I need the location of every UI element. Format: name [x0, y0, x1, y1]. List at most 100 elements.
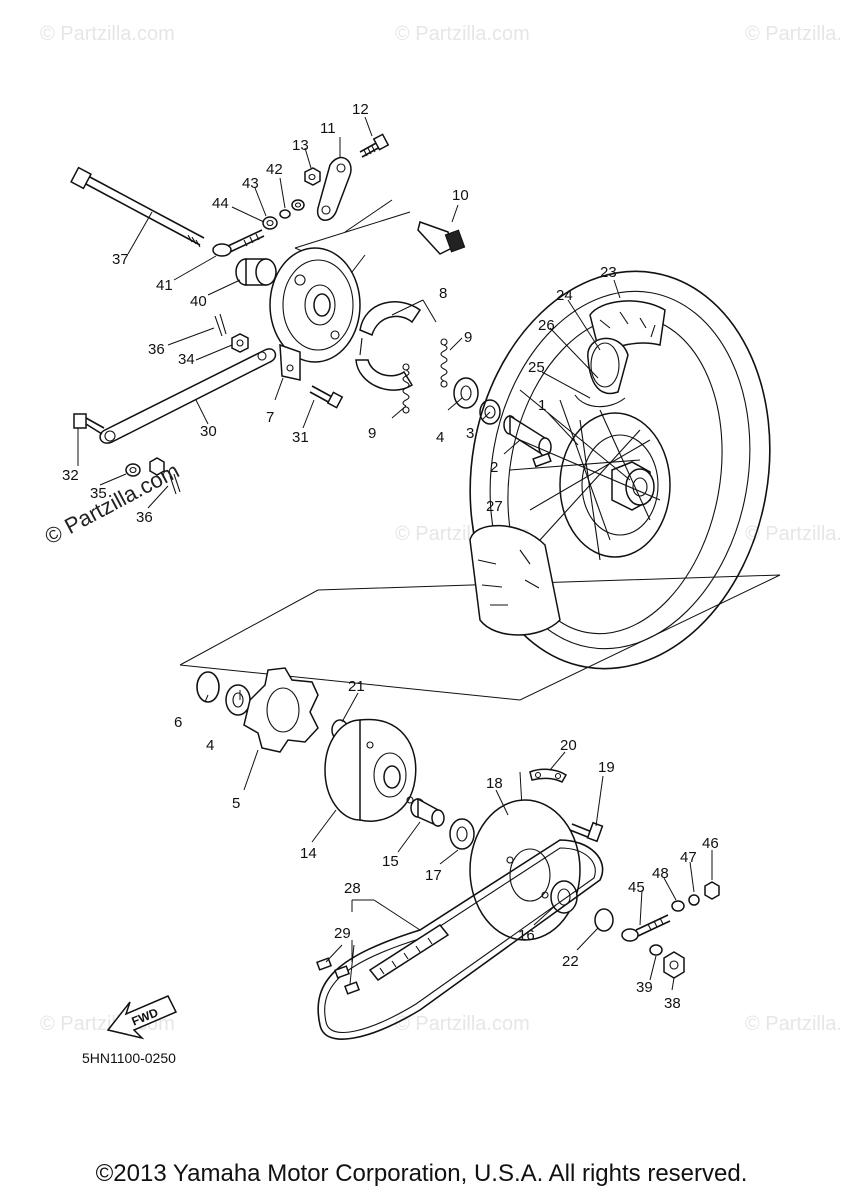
watermark-mid-right: © Partzilla.com — [745, 523, 843, 545]
torque-rod-30 — [99, 348, 277, 444]
callout-40: 40 — [190, 293, 207, 310]
callout-10: 10 — [452, 187, 469, 204]
sprocket-18 — [469, 799, 581, 941]
copyright-notice: ©2013 Yamaha Motor Corporation, U.S.A. A… — [95, 1160, 748, 1187]
callout-11: 11 — [320, 120, 336, 137]
o-ring-6 — [196, 671, 220, 703]
brake-shoes-8 — [355, 301, 422, 391]
washer-39 — [649, 944, 663, 956]
callout-20: 20 — [560, 737, 577, 754]
callout-4-top: 4 — [436, 429, 444, 446]
diagram-code: 5HN1100-0250 — [82, 1050, 176, 1066]
callout-41: 41 — [156, 277, 173, 294]
callout-35: 35 — [90, 485, 107, 502]
watermark-bottom-center: © Partzilla.com — [395, 1013, 530, 1035]
callout-22: 22 — [562, 953, 579, 970]
callout-37: 37 — [112, 251, 129, 268]
callout-2: 2 — [490, 459, 498, 476]
fwd-arrow-icon: FWD — [106, 995, 178, 1040]
callout-43: 43 — [242, 175, 259, 192]
drive-chain-28 — [317, 839, 604, 1040]
callout-3: 3 — [466, 425, 474, 442]
nut-38 — [663, 951, 685, 979]
callout-19: 19 — [598, 759, 615, 776]
callout-15: 15 — [382, 853, 399, 870]
callout-30: 30 — [200, 423, 217, 440]
spring-9-upper — [440, 338, 448, 388]
callout-39: 39 — [636, 979, 653, 996]
callout-48: 48 — [652, 865, 669, 882]
bolt-32 — [73, 413, 105, 435]
axle-37 — [70, 166, 205, 248]
callout-labels: 1 2 3 4 4 5 6 7 8 9 9 10 11 12 13 14 15 … — [62, 101, 719, 1012]
master-link-29 — [316, 957, 360, 995]
washer-35 — [125, 463, 141, 477]
spring-9-lower — [402, 363, 410, 414]
washer-48 — [671, 900, 685, 912]
callout-7: 7 — [266, 409, 274, 426]
pin-36-bottom — [169, 473, 181, 495]
callout-47: 47 — [680, 849, 697, 866]
callout-12: 12 — [352, 101, 369, 118]
callout-23: 23 — [600, 264, 617, 281]
callout-26: 26 — [538, 317, 555, 334]
callout-32: 32 — [62, 467, 79, 484]
nipple-27 — [532, 452, 552, 468]
callout-4-bottom: 4 — [206, 737, 214, 754]
rear-wheel-assembly — [469, 270, 771, 670]
leader-lines — [77, 116, 713, 991]
callout-16: 16 — [518, 927, 535, 944]
callout-45: 45 — [628, 879, 645, 896]
valve-10 — [417, 221, 466, 255]
nut-46 — [704, 881, 720, 900]
brake-arm-11 — [316, 133, 390, 221]
callout-34: 34 — [178, 351, 195, 368]
callout-31: 31 — [292, 429, 309, 446]
watermark-top-center: © Partzilla.com — [395, 23, 530, 45]
lock-washer-20 — [529, 768, 568, 783]
damper-5 — [243, 667, 319, 753]
bolt-31 — [309, 385, 344, 409]
callout-24: 24 — [556, 287, 573, 304]
adjuster-45 — [621, 914, 671, 942]
callout-1: 1 — [538, 397, 546, 414]
brake-plate-7 — [269, 247, 361, 381]
nut-33 — [149, 457, 165, 476]
callout-28: 28 — [344, 880, 361, 897]
callout-14: 14 — [300, 845, 317, 862]
watermark-top-left: © Partzilla.com — [40, 23, 175, 45]
watermark-top-right: © Partzilla.com — [745, 23, 843, 45]
callout-9-bottom: 9 — [368, 425, 376, 442]
callout-36-bottom: 36 — [136, 509, 153, 526]
callout-27: 27 — [486, 498, 503, 515]
adjuster-41 — [212, 229, 265, 257]
callout-25: 25 — [528, 359, 545, 376]
collar-40 — [235, 258, 277, 286]
callout-9-top: 9 — [464, 329, 472, 346]
watermark-bottom-right: © Partzilla.com — [745, 1013, 843, 1035]
callout-42: 42 — [266, 161, 283, 178]
bearing-4-bottom — [225, 684, 251, 716]
collar-22 — [594, 908, 614, 932]
callout-5: 5 — [232, 795, 240, 812]
washer-47 — [688, 894, 700, 906]
callout-17: 17 — [425, 867, 442, 884]
callout-6: 6 — [174, 714, 182, 731]
callout-13: 13 — [292, 137, 309, 154]
collar-15 — [410, 797, 445, 828]
bearing-17 — [449, 818, 475, 850]
callout-29: 29 — [334, 925, 351, 942]
callout-8: 8 — [439, 285, 447, 302]
callout-36-top: 36 — [148, 341, 165, 358]
callout-18: 18 — [486, 775, 503, 792]
pin-36-top — [214, 313, 227, 337]
callout-46: 46 — [702, 835, 719, 852]
nut-34 — [231, 333, 249, 353]
bearing-4-top — [453, 377, 479, 409]
bolt-19 — [569, 821, 604, 843]
small-hardware-top — [262, 167, 321, 230]
sprocket-hub-14 — [324, 718, 417, 822]
callout-38: 38 — [664, 995, 681, 1012]
callout-44: 44 — [212, 195, 229, 212]
